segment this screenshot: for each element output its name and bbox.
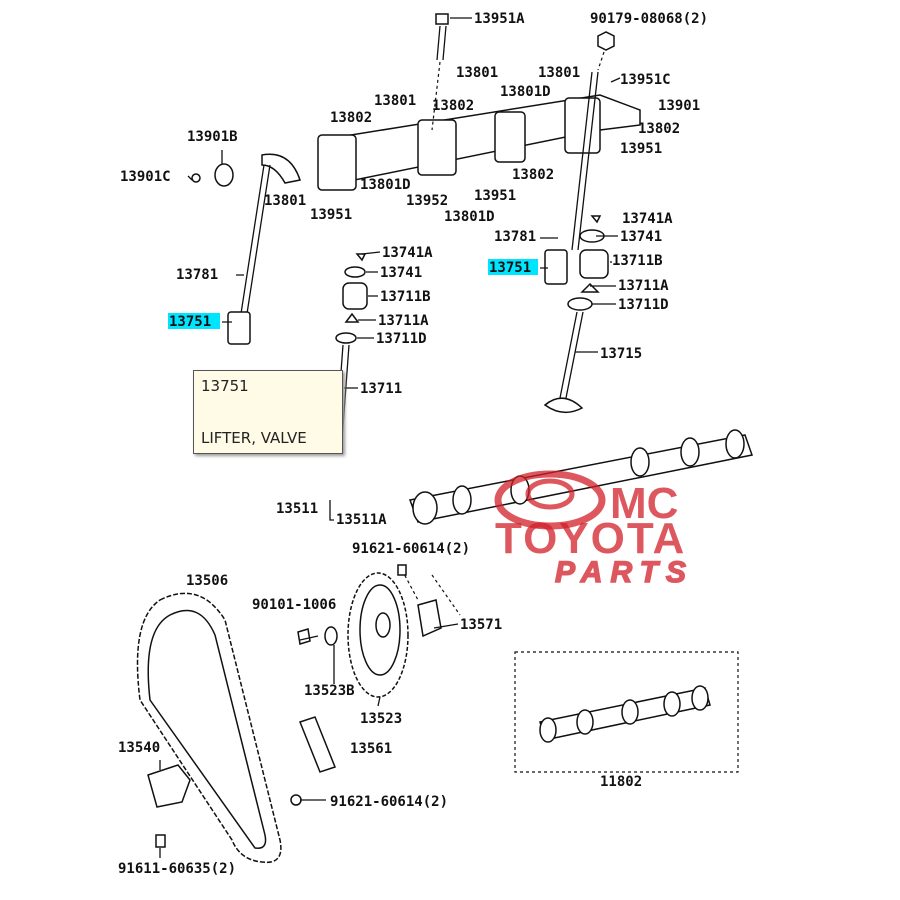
watermark-mc: MC: [610, 479, 678, 528]
part-label-highlighted[interactable]: 13751: [489, 260, 531, 276]
part-label[interactable]: 90179-08068(2): [590, 11, 708, 27]
part-label[interactable]: 91621-60614(2): [352, 541, 470, 557]
part-label[interactable]: 13951: [620, 141, 662, 157]
part-label[interactable]: 91621-60614(2): [330, 794, 448, 810]
toyota-emblem-icon: [494, 470, 606, 530]
part-label-highlighted[interactable]: 13751: [169, 314, 211, 330]
part-label[interactable]: 13801: [456, 65, 498, 81]
leader-lines: [159, 17, 621, 858]
part-labels: 13951A 90179-08068(2) 13801 13801 13951C…: [118, 11, 708, 877]
part-label[interactable]: 13951: [310, 207, 352, 223]
rocker-shaft-assembly: [191, 13, 641, 321]
part-label[interactable]: 13523B: [304, 683, 355, 699]
timing-chain: [136, 592, 282, 864]
part-label[interactable]: 13951C: [620, 72, 671, 88]
part-label[interactable]: 13711A: [618, 278, 669, 294]
part-label[interactable]: 13801D: [500, 84, 551, 100]
part-label[interactable]: 13801: [264, 193, 306, 209]
part-label[interactable]: 13506: [186, 573, 228, 589]
part-label[interactable]: 13571: [460, 617, 502, 633]
tooltip-part-name: LIFTER, VALVE: [201, 429, 307, 447]
part-label[interactable]: 13741: [380, 265, 422, 281]
part-label[interactable]: 13781: [176, 267, 218, 283]
highlight-13751-right: [488, 259, 538, 275]
part-label[interactable]: 13802: [512, 167, 554, 183]
part-label[interactable]: 13901: [658, 98, 700, 114]
part-label[interactable]: 13801: [538, 65, 580, 81]
part-label[interactable]: 13951: [474, 188, 516, 204]
omc-toyota-parts-watermark: MC TOYOTA PARTS: [494, 470, 694, 590]
part-label[interactable]: 13711B: [380, 289, 431, 305]
part-label[interactable]: 13901B: [187, 129, 238, 145]
part-label[interactable]: 13802: [432, 98, 474, 114]
part-label[interactable]: 13711: [360, 381, 402, 397]
part-label[interactable]: 13741A: [622, 211, 673, 227]
part-label[interactable]: 13511: [276, 501, 318, 517]
cam-sprocket: [290, 564, 461, 806]
part-tooltip: 13751 LIFTER, VALVE: [193, 370, 343, 454]
part-label[interactable]: 90101-1006: [252, 597, 336, 613]
part-label[interactable]: 13801: [374, 93, 416, 109]
part-label[interactable]: 13561: [350, 741, 392, 757]
part-label[interactable]: 13711A: [378, 313, 429, 329]
part-label[interactable]: 13801D: [444, 209, 495, 225]
part-label[interactable]: 13802: [330, 110, 372, 126]
watermark-parts: PARTS: [555, 556, 694, 589]
part-label[interactable]: 13741: [620, 229, 662, 245]
part-label[interactable]: 13711B: [612, 253, 663, 269]
part-label[interactable]: 13711D: [618, 297, 669, 313]
part-label[interactable]: 13523: [360, 711, 402, 727]
watermark-toyota: TOYOTA: [495, 514, 686, 563]
camshaft-subassembly: [514, 651, 739, 773]
part-label[interactable]: 13952: [406, 193, 448, 209]
part-label[interactable]: 13951A: [474, 11, 525, 27]
part-label[interactable]: 13802: [638, 121, 680, 137]
part-label[interactable]: 11802: [600, 774, 642, 790]
part-label[interactable]: 13540: [118, 740, 160, 756]
valve-train-parts: [227, 215, 609, 441]
part-label[interactable]: 13715: [600, 346, 642, 362]
part-label[interactable]: 13901C: [120, 169, 171, 185]
part-label[interactable]: 13801D: [360, 177, 411, 193]
part-label[interactable]: 91611-60635(2): [118, 861, 236, 877]
part-label[interactable]: 13781: [494, 229, 536, 245]
part-label[interactable]: 13711D: [376, 331, 427, 347]
tooltip-part-number: 13751: [201, 377, 249, 395]
part-label[interactable]: 13511A: [336, 512, 387, 528]
highlight-13751-left: [168, 313, 220, 329]
part-label[interactable]: 13741A: [382, 245, 433, 261]
